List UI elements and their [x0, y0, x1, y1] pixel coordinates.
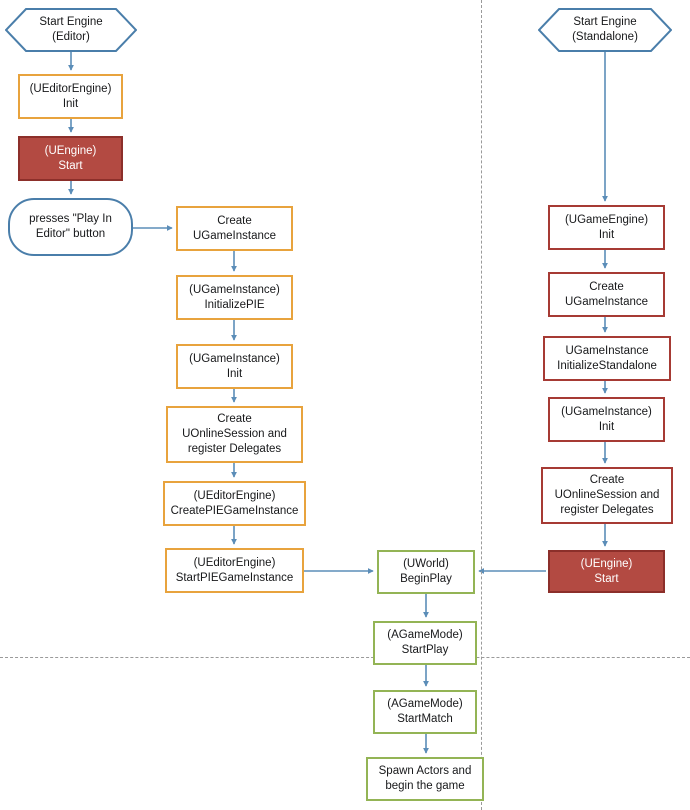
- node-ueditorengine-init[interactable]: (UEditorEngine)Init: [18, 74, 123, 119]
- node-label: (UGameEngine)Init: [564, 213, 649, 241]
- node-agamemode-startplay[interactable]: (AGameMode)StartPlay: [373, 621, 477, 665]
- node-label: (AGameMode)StartPlay: [387, 629, 463, 656]
- node-label: (UGameInstance)Init: [561, 405, 652, 433]
- node-label: (UEditorEngine)Init: [29, 82, 112, 110]
- node-label: (UWorld)BeginPlay: [400, 558, 452, 585]
- node-startpiegameinstance[interactable]: (UEditorEngine)StartPIEGameInstance: [165, 548, 304, 593]
- node-label: (UGameInstance)Init: [189, 352, 280, 380]
- node-label: (AGameMode)StartMatch: [387, 698, 463, 725]
- node-label: (UGameInstance)InitializePIE: [189, 283, 280, 311]
- node-label: (UEngine)Start: [44, 144, 97, 172]
- node-ugameinstance-init-sa[interactable]: (UGameInstance)Init: [548, 397, 665, 442]
- hexagon-shape: [538, 8, 672, 52]
- node-label: (UEditorEngine)CreatePIEGameInstance: [170, 489, 299, 517]
- horizontal-divider: [0, 657, 690, 658]
- node-uengine-start-editor[interactable]: (UEngine)Start: [18, 136, 123, 181]
- node-label: Start Engine(Standalone): [572, 16, 638, 43]
- node-label: Start Engine(Editor): [39, 16, 103, 43]
- vertical-divider: [481, 0, 482, 810]
- node-agamemode-startmatch[interactable]: (AGameMode)StartMatch: [373, 690, 477, 734]
- node-ugameengine-init[interactable]: (UGameEngine)Init: [548, 205, 665, 250]
- hexagon-shape: [5, 8, 137, 52]
- node-uworld-beginplay[interactable]: (UWorld)BeginPlay: [377, 550, 475, 594]
- node-ugameinstance-initpie[interactable]: (UGameInstance)InitializePIE: [176, 275, 293, 320]
- node-label: (UEngine)Start: [580, 557, 633, 585]
- node-uengine-start-standalone[interactable]: (UEngine)Start: [548, 550, 665, 593]
- node-start-standalone[interactable]: Start Engine(Standalone): [538, 8, 672, 52]
- node-ugameinstance-init-pie[interactable]: (UGameInstance)Init: [176, 344, 293, 389]
- node-start-editor[interactable]: Start Engine(Editor): [5, 8, 137, 52]
- node-createpiegameinstance[interactable]: (UEditorEngine)CreatePIEGameInstance: [163, 481, 306, 526]
- node-label: (UEditorEngine)StartPIEGameInstance: [175, 556, 294, 584]
